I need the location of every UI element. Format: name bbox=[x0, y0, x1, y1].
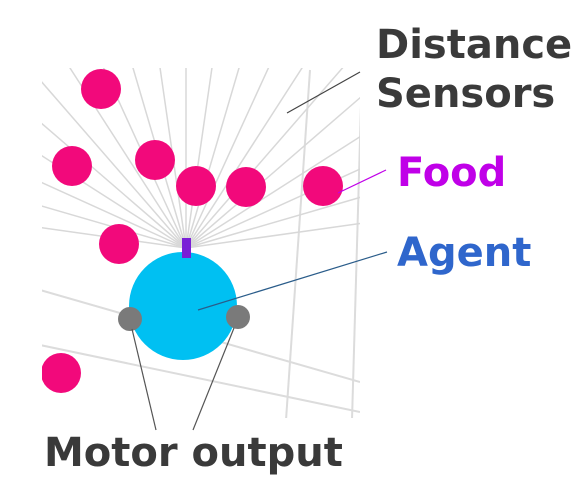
sensor-ray bbox=[69, 68, 187, 249]
right-motor bbox=[226, 305, 250, 329]
food-item bbox=[81, 69, 121, 109]
motor-output-label: Motor output bbox=[44, 430, 343, 476]
sensors-leader-line bbox=[286, 71, 361, 114]
sensor-ray bbox=[185, 68, 213, 249]
distance-sensors-label-line2: Sensors bbox=[376, 71, 555, 117]
agent bbox=[118, 238, 250, 360]
agent-heading-marker bbox=[182, 238, 191, 258]
motor-leader-line-left bbox=[131, 328, 157, 431]
sensor-ray bbox=[185, 68, 303, 249]
sensor-ray bbox=[185, 222, 360, 249]
sensor-ray bbox=[42, 155, 187, 249]
sensor-ray bbox=[159, 68, 187, 249]
floor-grid bbox=[42, 69, 360, 418]
sensor-ray bbox=[185, 68, 270, 249]
sensor-ray bbox=[132, 68, 187, 249]
food-item bbox=[135, 140, 175, 180]
sensor-ray bbox=[42, 81, 187, 249]
sensor-ray bbox=[185, 168, 360, 249]
agent-leader-line bbox=[197, 251, 388, 311]
food-item bbox=[303, 166, 343, 206]
food-item bbox=[42, 353, 81, 393]
food-leader-line bbox=[337, 169, 387, 194]
food-item bbox=[226, 167, 266, 207]
leader-lines bbox=[131, 71, 388, 431]
sensor-ray bbox=[185, 135, 360, 249]
distance-sensors-label-line1: Distance bbox=[376, 22, 572, 68]
food-label: Food bbox=[397, 150, 506, 196]
food-items bbox=[42, 69, 343, 393]
food-item bbox=[176, 166, 216, 206]
left-motor bbox=[118, 307, 142, 331]
food-item bbox=[52, 146, 92, 186]
environment-view bbox=[42, 68, 360, 418]
food-item bbox=[99, 224, 139, 264]
motor-leader-line-right bbox=[192, 327, 235, 431]
agent-body bbox=[129, 252, 237, 360]
sensor-ray bbox=[185, 196, 360, 249]
sensor-ray bbox=[102, 68, 187, 249]
sensor-ray bbox=[42, 181, 187, 249]
sensor-ray bbox=[42, 122, 187, 249]
agent-label: Agent bbox=[397, 230, 531, 276]
